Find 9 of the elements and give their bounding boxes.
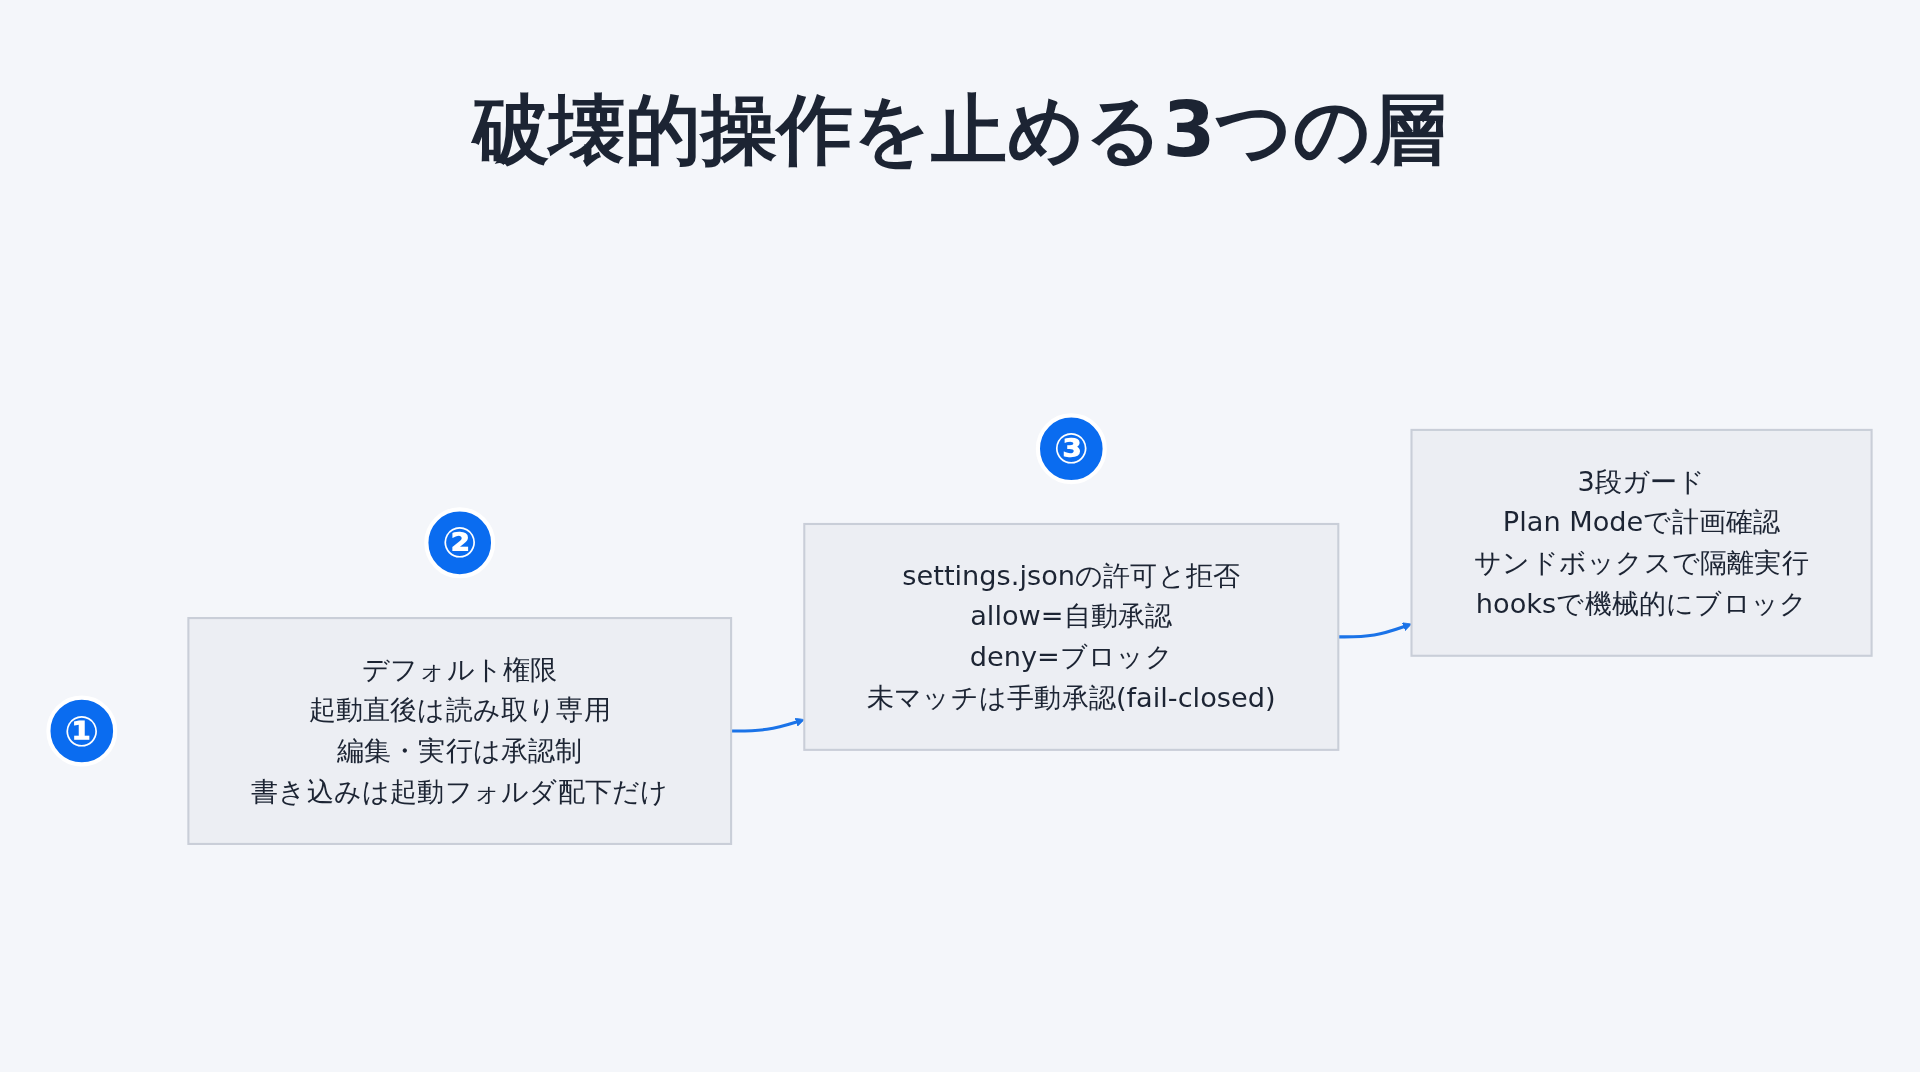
arrow [1338, 622, 1412, 639]
node-box: 3段ガード Plan Modeで計画確認 サンドボックスで隔離実行 hooksで機械的にブロック [1410, 429, 1873, 658]
node-circle: ② [424, 507, 496, 579]
node-circle: ① [46, 695, 118, 767]
title: 破壊的操作を止める3つの層 [470, 84, 1449, 176]
arrow [731, 718, 805, 733]
node-box: settings.jsonの許可と拒否 allow=自動承認 deny=ブロック 未マッチは手動承認(fail-closed) [803, 523, 1340, 752]
node-box: デフォルト権限 起動直後は読み取り専用 編集・実行は承認制 書き込みは起動フォルダ配下だけ [187, 617, 733, 846]
node-circle: ③ [1035, 413, 1107, 485]
